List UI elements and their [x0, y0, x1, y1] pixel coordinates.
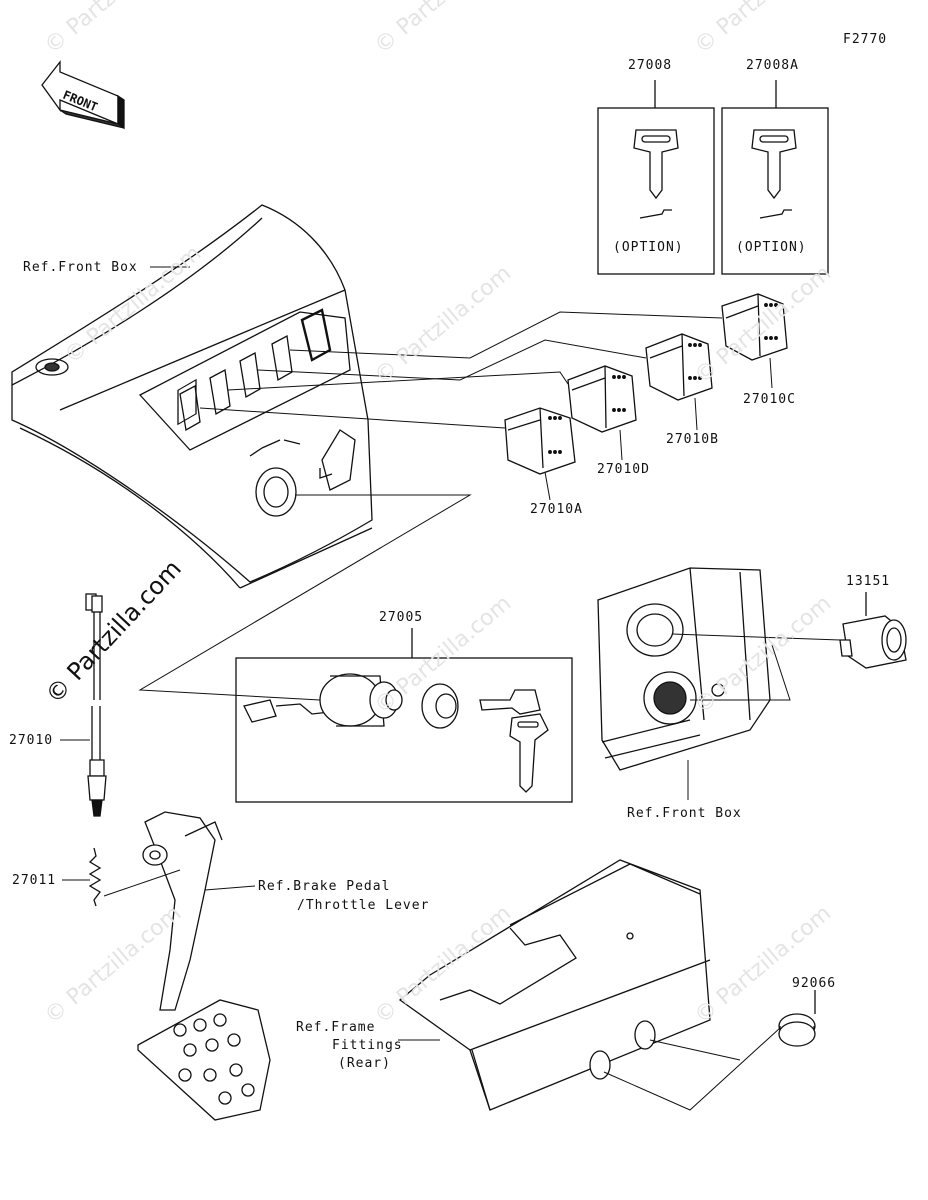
plug-92066 [603, 990, 816, 1111]
part-label-27010b: 27010B [666, 432, 719, 447]
front-box-right [597, 567, 771, 800]
rocker-switch-b [645, 333, 713, 401]
ref-frame: Ref.Frame [296, 1020, 376, 1035]
part-label-27008: 27008 [628, 58, 673, 73]
ref-front-box-top: Ref.Front Box [23, 260, 138, 275]
frame-fittings-rear [398, 859, 711, 1111]
rocker-switch-a [504, 407, 576, 475]
part-label-27010a: 27010A [530, 502, 583, 517]
key-box-27008a [721, 80, 829, 275]
ref-throttle-lever: /Throttle Lever [297, 898, 430, 913]
switch-leader-lines [199, 311, 773, 501]
front-arrow-icon: FRONT [41, 60, 125, 130]
brake-switch-27010 [60, 593, 107, 817]
part-label-13151: 13151 [846, 574, 891, 589]
ignition-leader-line [138, 494, 472, 701]
ref-frame-rear: (Rear) [338, 1056, 391, 1071]
ignition-switch-box [235, 628, 573, 803]
ref-frame-fittings: Fittings [332, 1038, 403, 1053]
part-label-27008a: 27008A [746, 58, 799, 73]
part-label-27011: 27011 [12, 873, 57, 888]
spring-27011 [62, 847, 102, 907]
figure-code: F2770 [843, 32, 888, 47]
part-label-27010c: 27010C [743, 392, 796, 407]
front-box-dashboard [11, 204, 373, 589]
part-label-27010d: 27010D [597, 462, 650, 477]
rocker-switch-c [721, 293, 788, 361]
socket-13151 [671, 592, 907, 701]
key-box-27008 [597, 80, 715, 275]
part-label-27005: 27005 [379, 610, 424, 625]
option-note: (OPTION) [736, 240, 807, 255]
part-label-92066: 92066 [792, 976, 837, 991]
ref-brake-pedal: Ref.Brake Pedal [258, 879, 391, 894]
rocker-switch-d [567, 365, 637, 433]
brake-pedal [103, 811, 271, 1121]
ref-front-box-right: Ref.Front Box [627, 806, 742, 821]
option-note: (OPTION) [613, 240, 684, 255]
part-label-27010: 27010 [9, 733, 54, 748]
